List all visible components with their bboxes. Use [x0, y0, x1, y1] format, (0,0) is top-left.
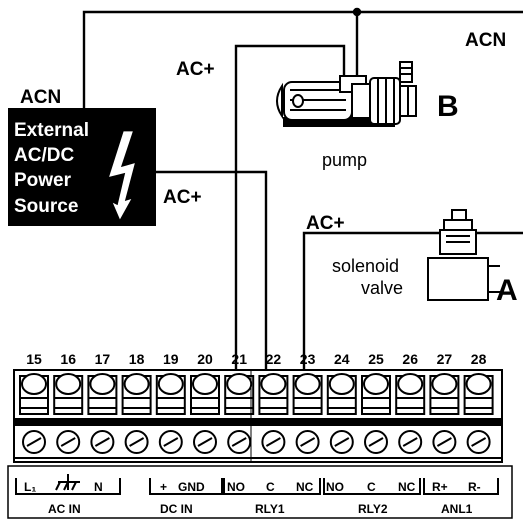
terminal-screw-19[interactable] [158, 430, 183, 454]
ac-in-bracket [15, 478, 121, 495]
terminal-number-17: 17 [95, 351, 111, 367]
power-source-box: External AC/DC Power Source [8, 108, 156, 226]
terminal-27[interactable] [429, 373, 460, 415]
terminal-screw-28[interactable] [466, 430, 491, 454]
label-plus: + [160, 480, 167, 494]
terminal-20[interactable] [190, 373, 220, 415]
terminal-15[interactable] [19, 373, 49, 415]
terminal-screw-18[interactable] [124, 430, 149, 454]
terminal-number-23: 23 [300, 351, 316, 367]
terminal-number-18: 18 [129, 351, 145, 367]
terminal-number-27: 27 [437, 351, 453, 367]
ground-icon [55, 474, 80, 491]
valve-caption-line2: valve [361, 278, 403, 298]
terminal-screw-24[interactable] [329, 430, 354, 454]
terminal-number-15: 15 [26, 351, 42, 367]
terminal-screw-20[interactable] [193, 430, 217, 454]
label-rplus: R+ [432, 480, 448, 494]
terminal-numbers: 15 16 17 18 19 20 21 22 23 24 25 26 27 28 [26, 351, 486, 367]
terminal-screw-16[interactable] [56, 430, 81, 454]
terminal-screw-15[interactable] [22, 430, 46, 454]
terminal-17[interactable] [87, 373, 118, 415]
acn-wire [82, 10, 523, 108]
power-source-line4: Source [14, 196, 78, 217]
label-n: N [94, 480, 103, 494]
terminal-number-19: 19 [163, 351, 179, 367]
terminal-26[interactable] [395, 373, 426, 415]
label-c2: C [367, 480, 376, 494]
label-no2: NO [326, 480, 344, 494]
label-no1: NO [227, 480, 245, 494]
acn-right-label: ACN [465, 30, 506, 51]
anl1-bracket [423, 478, 499, 495]
acplus-source-wire [148, 170, 268, 378]
terminal-screw-27[interactable] [432, 430, 457, 454]
solenoid-valve-icon [427, 209, 500, 301]
terminal-24[interactable] [326, 373, 357, 415]
terminal-screw-17[interactable] [90, 430, 115, 454]
acplus-mid-label: AC+ [163, 187, 202, 208]
terminal-screw-26[interactable] [398, 430, 423, 454]
acn-left-label: ACN [20, 87, 61, 108]
acplus-top-label: AC+ [176, 59, 215, 80]
terminal-number-24: 24 [334, 351, 350, 367]
terminal-number-28: 28 [471, 351, 487, 367]
lightning-bolt-icon [109, 131, 135, 220]
power-source-line3: Power [14, 170, 72, 191]
terminal-screw-23[interactable] [295, 430, 320, 454]
terminal-22[interactable] [258, 373, 289, 415]
group-dc-in: DC IN [160, 502, 193, 516]
terminal-number-20: 20 [197, 351, 213, 367]
pump-letter: B [437, 90, 459, 123]
terminal-number-25: 25 [368, 351, 384, 367]
terminal-16[interactable] [53, 373, 84, 415]
pump-caption: pump [322, 150, 367, 170]
terminal-28[interactable] [463, 373, 494, 415]
group-anl1: ANL1 [441, 502, 473, 516]
terminal-25[interactable] [361, 373, 391, 415]
dc-in-bracket [149, 478, 223, 495]
group-rly2: RLY2 [358, 502, 388, 516]
terminal-screw-21[interactable] [227, 430, 252, 454]
label-gnd: GND [178, 480, 205, 494]
pump-motor-icon [276, 61, 417, 127]
power-source-line1: External [14, 120, 89, 141]
valve-letter: A [496, 274, 518, 307]
terminal-number-26: 26 [402, 351, 418, 367]
label-l1: L₁ [24, 480, 36, 494]
terminal-number-22: 22 [266, 351, 282, 367]
label-nc2: NC [398, 480, 416, 494]
terminal-21[interactable] [224, 373, 255, 415]
terminal-23[interactable] [292, 373, 323, 415]
terminal-number-21: 21 [231, 351, 247, 367]
acplus-valve-label: AC+ [306, 213, 345, 234]
label-c1: C [266, 480, 275, 494]
terminal-screw-22[interactable] [261, 430, 286, 454]
terminal-18[interactable] [121, 373, 152, 415]
label-nc1: NC [296, 480, 314, 494]
terminal-screw-25[interactable] [364, 430, 388, 454]
acplus-pump-wire [234, 44, 346, 378]
rly2-bracket [323, 478, 421, 495]
power-source-line2: AC/DC [14, 145, 74, 166]
label-rminus: R- [468, 480, 481, 494]
terminal-number-16: 16 [60, 351, 76, 367]
group-rly1: RLY1 [255, 502, 285, 516]
bottom-label-strip: L₁ N + GND NO C NC NO C NC R+ R- AC IN D… [7, 465, 513, 519]
terminal-19[interactable] [155, 373, 186, 415]
valve-caption-line1: solenoid [332, 256, 399, 276]
group-ac-in: AC IN [48, 502, 81, 516]
terminal-block [13, 369, 503, 463]
